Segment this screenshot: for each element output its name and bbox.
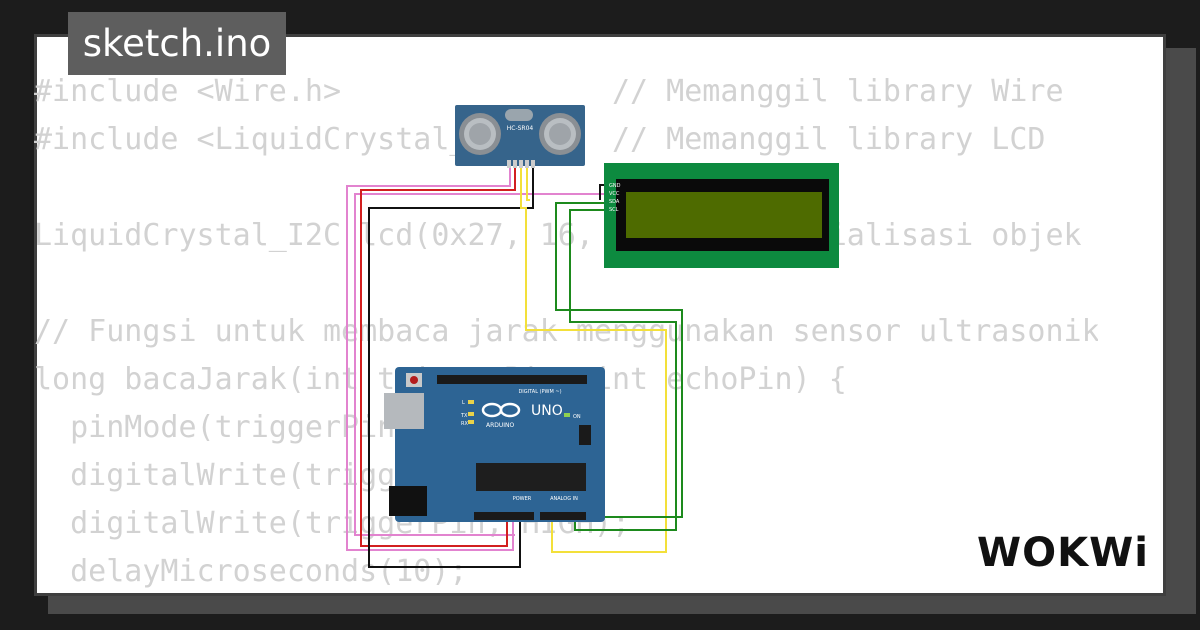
wire-yellow-echo [526, 167, 530, 201]
code-line: delayMicroseconds(10); [34, 554, 468, 589]
lcd-pin-sda: SDA [609, 199, 620, 205]
code-line: LiquidCrystal_I2C lcd(0x27, 16, 2); // I… [34, 218, 1082, 253]
arduino-brand: ARDUINO [486, 422, 515, 429]
sensor-label: HC-SR04 [507, 125, 534, 132]
arduino-uno-board[interactable]: DIGITAL (PWM ~) UNO ARDUINO L TX RX ON P… [384, 367, 605, 522]
led-l-label: L [462, 400, 465, 406]
code-line: #include <Wire.h> // Memanggil library W… [34, 74, 1064, 109]
rx-label: RX [461, 421, 468, 427]
arduino-model: UNO [531, 403, 563, 419]
wire-red-power [360, 167, 516, 547]
lcd-pin-scl: SCL [609, 207, 619, 213]
analog-label: ANALOG IN [550, 496, 578, 502]
arduino-infinity-logo [481, 402, 521, 418]
wire-yellow-trig [520, 167, 667, 553]
wire-pink-lcd-vcc [354, 193, 605, 536]
lcd-pin-gnd: GND [609, 183, 621, 189]
analog-header [540, 512, 586, 520]
digital-header [437, 375, 587, 384]
wokwi-logo-text: WOKWi [977, 530, 1149, 576]
atmega-chip [476, 463, 586, 491]
lcd-screen [626, 192, 822, 238]
power-label: POWER [513, 496, 532, 502]
wokwi-logo: WOKWi [977, 530, 1149, 576]
wire-black-lcd-gnd [599, 184, 605, 200]
code-line: // Fungsi untuk membaca jarak menggunaka… [34, 314, 1098, 349]
power-header [474, 512, 534, 520]
wire-black-gnd [368, 167, 534, 568]
lcd-display[interactable]: GND VCC SDA SCL [604, 163, 839, 268]
wire-group [346, 167, 683, 568]
wire-green-scl [569, 209, 677, 531]
wire-pink-vcc [346, 167, 514, 551]
lcd-pin-vcc: VCC [609, 191, 620, 197]
file-tab[interactable]: sketch.ino [68, 12, 286, 75]
reset-button[interactable] [410, 376, 418, 384]
ultrasonic-sensor[interactable]: HC-SR04 [455, 105, 585, 168]
wire-green-sda [555, 202, 683, 518]
power-jack [389, 486, 427, 516]
tx-label: TX [460, 413, 468, 419]
usb-port [384, 393, 424, 429]
icsp-header [579, 425, 591, 445]
digital-label: DIGITAL (PWM ~) [518, 389, 561, 395]
on-label: ON [573, 414, 581, 420]
